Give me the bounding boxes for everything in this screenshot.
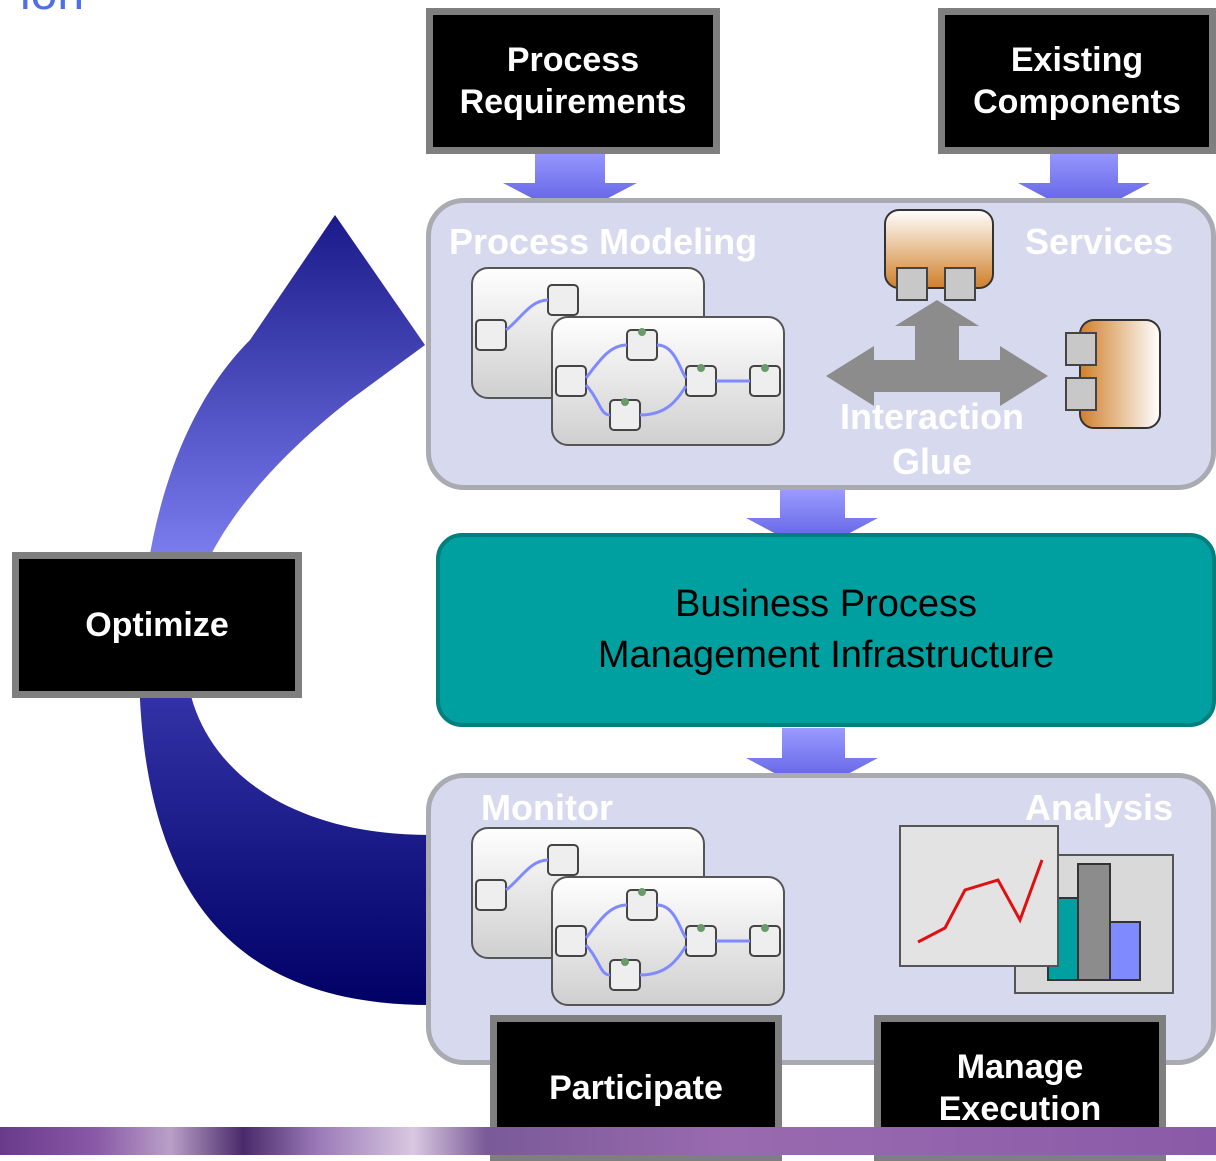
arrow-process-requirements [503,150,637,218]
optimize-box: Optimize [12,552,302,698]
footer-image-strip [0,1127,1216,1155]
process-diagram-front-bottom [551,876,785,1006]
slide-title-fragment: ion [20,0,84,21]
existing-components-line-2: Components [973,83,1181,121]
infrastructure-line-1: Business Process [674,582,977,625]
interaction-glue-arrow [826,300,1048,406]
manage-execution-line-2: Execution [938,1090,1102,1128]
process-requirements-box: Process Requirements [426,8,720,154]
analysis-label: Analysis [1025,787,1174,828]
process-diagram-front-top [551,316,785,446]
interaction-glue-line-2: Glue [891,441,972,482]
manage-execution-line-1: Manage [956,1047,1084,1086]
process-requirements-line-2: Requirements [459,83,687,121]
service-component-right [1065,319,1161,429]
arrow-existing-components [1018,150,1150,218]
existing-components-box: Existing Components [938,8,1216,154]
process-requirements-line-1: Process [506,40,640,79]
infrastructure-line-2: Management Infrastructure [597,634,1055,676]
process-modeling-label: Process Modeling [449,221,758,262]
arrow-to-runtime [746,728,878,793]
arrow-to-infrastructure [746,490,878,553]
analysis-line-chart-icon [899,825,1059,967]
interaction-glue-label: Interaction Glue [832,394,1032,484]
existing-components-line-1: Existing [1010,40,1144,79]
service-component-top [884,209,994,301]
interaction-glue-line-1: Interaction [839,396,1025,437]
business-process-infrastructure-box: Business Process Management Infrastructu… [436,533,1216,727]
monitor-label: Monitor [481,787,613,828]
cycle-arrow [139,215,430,1005]
services-label: Services [1025,221,1174,262]
